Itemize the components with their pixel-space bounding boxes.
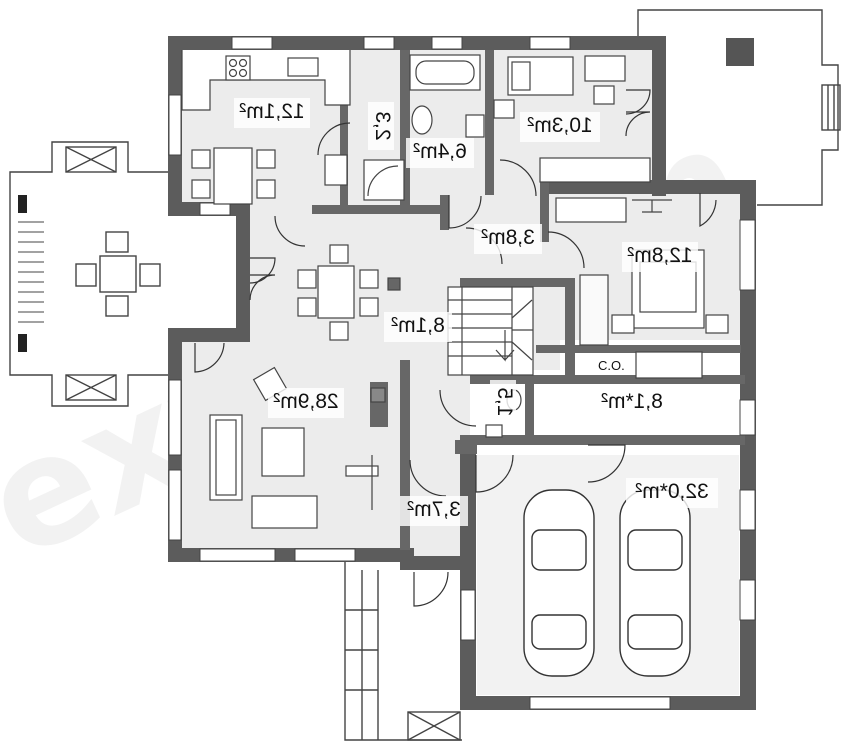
room-hall-upper-area: 3,8m² bbox=[481, 226, 535, 249]
room-labels: 12,1m² 2,3 6,4m² 10,3m² 3,8m² 12,8m² 8,1… bbox=[234, 98, 718, 526]
room-bedroom-ne-area: 10,3m² bbox=[527, 114, 592, 137]
terrace-railing bbox=[18, 195, 27, 352]
internal-walls bbox=[312, 50, 745, 550]
kitchen-furniture bbox=[181, 50, 351, 205]
room-living-area: 28,9m² bbox=[273, 390, 338, 413]
garage-cars bbox=[523, 489, 691, 677]
bathroom-fixtures bbox=[363, 54, 485, 201]
living-furniture bbox=[209, 244, 401, 529]
room-wc-area: 1,5 bbox=[493, 387, 516, 416]
terrace-west bbox=[9, 141, 168, 407]
room-bathroom-area: 6,4m² bbox=[413, 140, 467, 163]
boiler-label: C.O. bbox=[598, 358, 625, 373]
entrance-porch bbox=[344, 550, 462, 741]
bedroom-ne-furniture bbox=[493, 55, 651, 183]
room-kitchen-area: 12,1m² bbox=[239, 100, 304, 123]
terrace-north-east bbox=[637, 9, 841, 206]
windows bbox=[168, 36, 756, 710]
doors bbox=[194, 89, 717, 607]
terrace-railing-posts bbox=[18, 221, 44, 323]
room-garage-area: 32,0*m² bbox=[635, 480, 709, 503]
room-pantry-area: 2,3 bbox=[371, 111, 394, 140]
room-boiler-area: 8,1*m² bbox=[601, 390, 663, 413]
room-bedroom-e-area: 12,8m² bbox=[627, 244, 692, 267]
room-vestibule-area: 3,7m² bbox=[407, 498, 461, 521]
staircase bbox=[447, 286, 534, 376]
room-hall-main-area: 8,1m² bbox=[391, 314, 445, 337]
